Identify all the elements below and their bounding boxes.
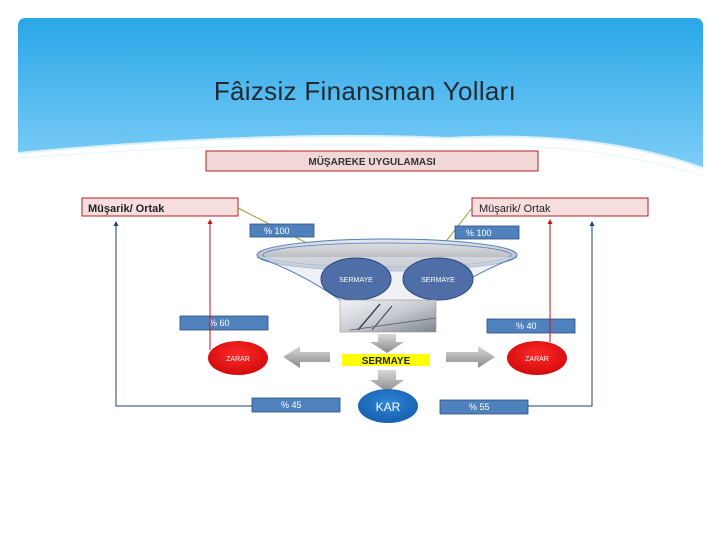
share-right-box [454, 225, 520, 240]
loss-right-circle [507, 341, 567, 375]
construction-photo [339, 299, 437, 333]
heading-text: MÜŞAREKE UYGULAMASI [308, 155, 435, 168]
loss-left-circle [208, 341, 268, 375]
profit-left-box [251, 397, 341, 413]
profit-label: KAR [376, 400, 401, 414]
loss-right-label: ZARAR [525, 356, 549, 363]
capital-right-label: SERMAYE [421, 277, 455, 284]
profit-return-right [528, 221, 595, 407]
capital-right [402, 257, 474, 301]
profit-circle [358, 389, 418, 423]
partner-left-box [81, 197, 239, 217]
left-arrow-to-loss [283, 346, 330, 368]
loss-left-pct: % 60 [209, 318, 230, 328]
down-arrow-to-sermaye [370, 334, 404, 353]
center-capital-label: SERMAYE [362, 356, 411, 367]
loss-right-box [486, 318, 576, 334]
loss-left-box [179, 315, 269, 331]
partner-right-label: Müşarik/ Ortak [479, 203, 551, 215]
center-capital-box [342, 354, 430, 366]
capital-left-label: SERMAYE [339, 277, 373, 284]
profit-left-pct: % 45 [281, 400, 302, 410]
heading-box [205, 150, 539, 172]
share-right-pct: % 100 [466, 228, 492, 238]
share-left-pct: % 100 [264, 226, 290, 236]
partner-right-box [471, 197, 649, 217]
header-background [18, 18, 703, 177]
slide-title: Fâizsiz Finansman Yolları [213, 76, 517, 106]
right-arrow-to-loss [446, 346, 495, 368]
profit-right-box [439, 399, 529, 415]
loss-left-label: ZARAR [226, 356, 250, 363]
partner-left-label: Müşarik/ Ortak [88, 203, 165, 215]
down-arrow-to-kar [370, 370, 404, 392]
profit-return-left [113, 221, 252, 407]
loss-right-pct: % 40 [516, 321, 537, 331]
profit-right-pct: % 55 [469, 402, 490, 412]
share-left-box [249, 223, 315, 238]
